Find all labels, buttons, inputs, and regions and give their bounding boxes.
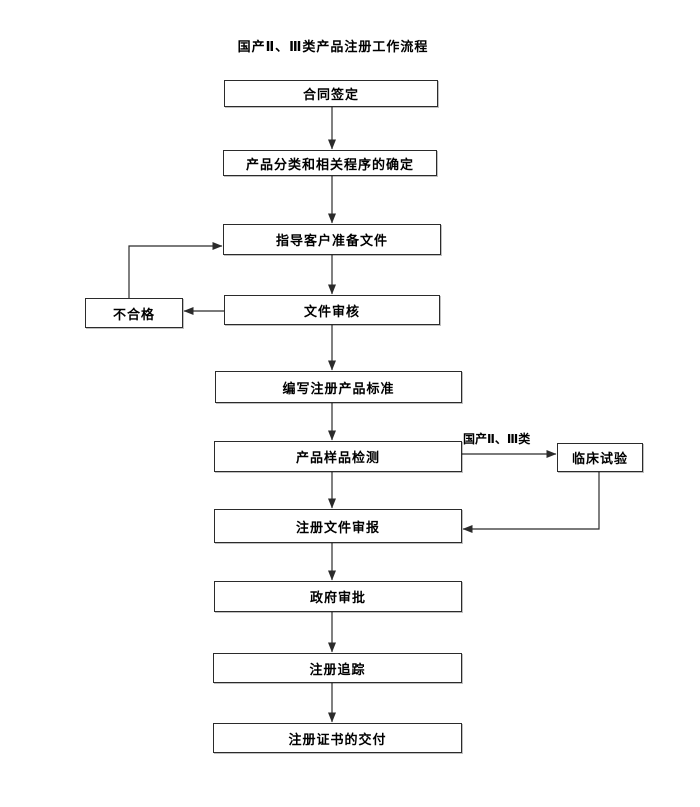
- flow-node-document-review: 文件审核: [224, 295, 440, 325]
- flow-node-product-classification: 产品分类和相关程序的确定: [223, 150, 437, 176]
- flow-node-contract-signing: 合同签定: [224, 80, 438, 107]
- flow-node-write-registration-standard: 编写注册产品标准: [215, 371, 462, 403]
- flow-node-clinical-trial: 临床试验: [557, 443, 643, 472]
- flow-node-guide-customer-documents: 指导客户准备文件: [223, 224, 441, 255]
- flow-node-unqualified: 不合格: [85, 298, 183, 328]
- flow-node-registration-document-submission: 注册文件审报: [214, 509, 462, 543]
- branch-condition-label: 国产Ⅱ、Ⅲ类: [463, 432, 531, 446]
- flow-node-registration-tracking: 注册追踪: [213, 653, 462, 683]
- edge-unqualified-loop-to-guide-docs: [128, 242, 223, 298]
- flow-node-certificate-delivery: 注册证书的交付: [213, 723, 462, 753]
- flow-node-product-sample-testing: 产品样品检测: [214, 441, 462, 472]
- flow-node-government-approval: 政府审批: [214, 581, 462, 612]
- edge-clinical-trial-to-submission: [462, 472, 600, 533]
- diagram-title: 国产Ⅱ、Ⅲ类产品注册工作流程: [237, 40, 429, 55]
